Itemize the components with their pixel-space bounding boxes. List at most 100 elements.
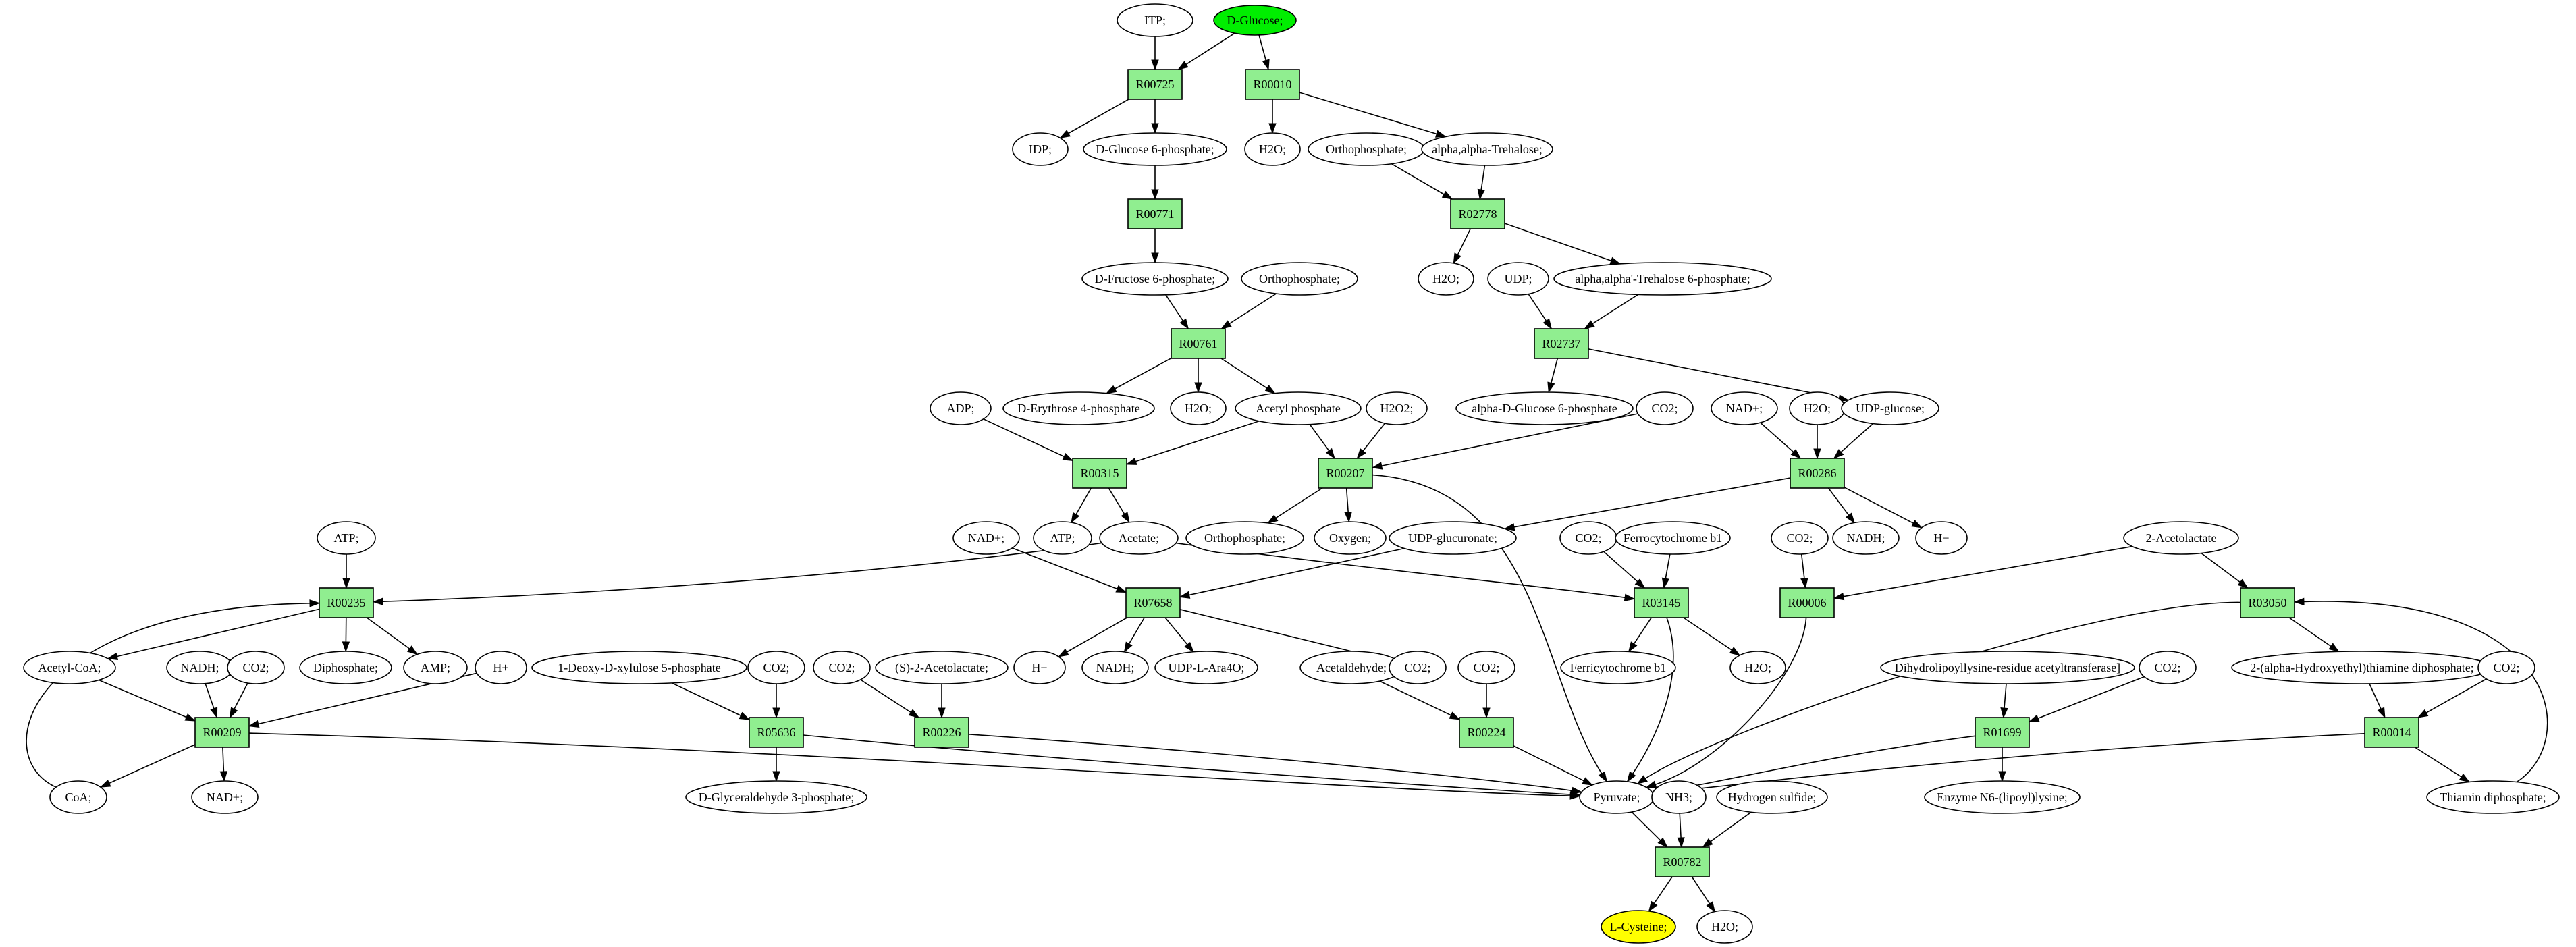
arrowhead <box>938 707 946 719</box>
edge-line <box>99 679 187 718</box>
compound-node-orthophosphate-b[interactable]: Orthophosphate; <box>1241 262 1358 296</box>
compound-node-udp-glucose[interactable]: UDP-glucose; <box>1841 391 1939 425</box>
reaction-node-r05636[interactable]: R05636 <box>749 717 804 748</box>
reaction-node-r03145[interactable]: R03145 <box>1634 587 1689 618</box>
compound-node-udp-glucuronate[interactable]: UDP-glucuronate; <box>1389 521 1517 555</box>
compound-node-nh3[interactable]: NH3; <box>1651 780 1707 814</box>
compound-node-deoxy-xylulose[interactable]: 1-Deoxy-D-xylulose 5-phosphate <box>531 651 747 684</box>
compound-node-ferricytochrome[interactable]: Ferricytochrome b1 <box>1560 651 1676 684</box>
reaction-node-r00771[interactable]: R00771 <box>1127 198 1183 229</box>
compound-node-d-fructose-6p[interactable]: D-Fructose 6-phosphate; <box>1081 262 1229 296</box>
reaction-node-r00235[interactable]: R00235 <box>319 587 374 618</box>
compound-node-orthophosphate-c[interactable]: Orthophosphate; <box>1185 521 1304 555</box>
compound-node-trehalose[interactable]: alpha,alpha-Trehalose; <box>1421 132 1553 166</box>
compound-node-nadh-c[interactable]: NADH; <box>1081 651 1149 684</box>
reaction-node-r00224[interactable]: R00224 <box>1459 717 1514 748</box>
reaction-node-r02778[interactable]: R02778 <box>1450 198 1505 229</box>
edge-udp-to-r02737 <box>1528 294 1553 330</box>
reaction-node-r00782[interactable]: R00782 <box>1655 846 1710 877</box>
compound-node-hydroxyethyl-tpp[interactable]: 2-(alpha-Hydroxyethyl)thiamine diphospha… <box>2231 651 2493 684</box>
reaction-node-r01699[interactable]: R01699 <box>1975 717 2030 748</box>
compound-node-h2o-a[interactable]: H2O; <box>1244 132 1301 166</box>
compound-node-d-glucose-6p[interactable]: D-Glucose 6-phosphate; <box>1083 132 1227 166</box>
compound-node-acetate[interactable]: Acetate; <box>1099 521 1179 555</box>
edge-r05636-to-d_glyceraldehyde_3p <box>772 747 780 782</box>
compound-node-trehalose-6p[interactable]: alpha,alpha'-Trehalose 6-phosphate; <box>1553 262 1772 296</box>
compound-node-l-cysteine[interactable]: L-Cysteine; <box>1601 910 1676 944</box>
compound-node-acetyl-coa[interactable]: Acetyl-CoA; <box>23 651 116 684</box>
compound-node-coa[interactable]: CoA; <box>49 780 107 814</box>
compound-node-adp[interactable]: ADP; <box>930 391 992 425</box>
compound-node-h2o2[interactable]: H2O2; <box>1366 391 1428 425</box>
edge-r00761-to-d_erythrose_4p <box>1105 357 1172 394</box>
compound-node-co2-c[interactable]: CO2; <box>1771 521 1829 555</box>
compound-node-ferrocytochrome[interactable]: Ferrocytochrome b1 <box>1615 521 1731 555</box>
compound-node-nadh-b[interactable]: NADH; <box>166 651 234 684</box>
compound-node-atp-b[interactable]: ATP; <box>1033 521 1092 555</box>
compound-node-amp[interactable]: AMP; <box>403 651 468 684</box>
reaction-node-r00725[interactable]: R00725 <box>1127 69 1183 100</box>
compound-node-co2-e[interactable]: CO2; <box>747 651 805 684</box>
reaction-node-r02737[interactable]: R02737 <box>1534 328 1589 359</box>
reaction-node-r00226[interactable]: R00226 <box>914 717 969 748</box>
compound-node-s-acetolactate[interactable]: (S)-2-Acetolactate; <box>875 651 1009 684</box>
compound-node-acetolactate-2[interactable]: 2-Acetolactate <box>2123 521 2239 555</box>
compound-node-h2o-f[interactable]: H2O; <box>1696 910 1753 944</box>
compound-node-atp-a[interactable]: ATP; <box>317 521 376 555</box>
compound-node-dihydrolipoyllysine[interactable]: Dihydrolipoyllysine-residue acetyltransf… <box>1880 651 2135 684</box>
compound-node-h-plus-b[interactable]: H+ <box>475 651 527 684</box>
compound-node-h2o-c[interactable]: H2O; <box>1170 391 1227 425</box>
compound-node-pyruvate[interactable]: Pyruvate; <box>1579 780 1655 814</box>
compound-node-d-erythrose-4p[interactable]: D-Erythrose 4-phosphate <box>1002 391 1155 425</box>
compound-node-co2-g[interactable]: CO2; <box>1389 651 1447 684</box>
compound-node-co2-a[interactable]: CO2; <box>1636 391 1694 425</box>
compound-node-d-glucose[interactable]: D-Glucose; <box>1213 5 1297 36</box>
reaction-node-r00286[interactable]: R00286 <box>1790 458 1845 489</box>
compound-node-h2o-e[interactable]: H2O; <box>1729 651 1786 684</box>
compound-node-nad-plus-c[interactable]: NAD+; <box>191 780 259 814</box>
compound-node-acetaldehyde[interactable]: Acetaldehyde; <box>1299 651 1403 684</box>
compound-node-orthophosphate-a[interactable]: Orthophosphate; <box>1308 132 1425 166</box>
compound-node-h-plus-a[interactable]: H+ <box>1915 521 1968 555</box>
reaction-node-r00014[interactable]: R00014 <box>2364 717 2419 748</box>
arrowhead <box>1584 320 1595 329</box>
reaction-node-r07658[interactable]: R07658 <box>1125 587 1181 618</box>
compound-node-udp-ara4o[interactable]: UDP-L-Ara4O; <box>1154 651 1258 684</box>
compound-node-h2o-b[interactable]: H2O; <box>1418 262 1474 296</box>
compound-node-h-plus-c[interactable]: H+ <box>1013 651 1066 684</box>
compound-node-co2-d[interactable]: CO2; <box>227 651 285 684</box>
compound-node-thiamin-diphosphate[interactable]: Thiamin diphosphate; <box>2426 780 2560 814</box>
compound-node-nad-plus-a[interactable]: NAD+; <box>1711 391 1778 425</box>
reaction-node-r00315[interactable]: R00315 <box>1072 458 1127 489</box>
compound-node-d-glyceraldehyde-3p[interactable]: D-Glyceraldehyde 3-phosphate; <box>685 780 867 814</box>
compound-node-enzyme-lipoyllysine[interactable]: Enzyme N6-(lipoyl)lysine; <box>1924 780 2081 814</box>
reaction-box <box>1655 846 1710 877</box>
compound-node-nad-plus-b[interactable]: NAD+; <box>952 521 1020 555</box>
compound-node-hydrogen-sulfide[interactable]: Hydrogen sulfide; <box>1716 780 1828 814</box>
arrowhead <box>1057 648 1069 657</box>
edge-line <box>2288 617 2332 647</box>
compound-node-nadh-a[interactable]: NADH; <box>1832 521 1900 555</box>
reaction-node-r00010[interactable]: R00010 <box>1245 69 1300 100</box>
reaction-node-r00761[interactable]: R00761 <box>1171 328 1226 359</box>
compound-node-h2o-d[interactable]: H2O; <box>1789 391 1846 425</box>
edge-line <box>248 732 1571 796</box>
reaction-node-r03050[interactable]: R03050 <box>2240 587 2295 618</box>
reaction-node-r00209[interactable]: R00209 <box>194 717 250 748</box>
compound-node-itp[interactable]: ITP; <box>1117 3 1193 37</box>
reaction-node-r00006[interactable]: R00006 <box>1779 587 1835 618</box>
compound-node-co2-j[interactable]: CO2; <box>2477 651 2535 684</box>
compound-node-oxygen[interactable]: Oxygen; <box>1314 521 1387 555</box>
compound-node-co2-h[interactable]: CO2; <box>1457 651 1515 684</box>
compound-node-co2-b[interactable]: CO2; <box>1559 521 1617 555</box>
compound-node-udp[interactable]: UDP; <box>1487 262 1549 296</box>
compound-node-idp[interactable]: IDP; <box>1012 132 1069 166</box>
compound-node-alpha-d-glucose-6p[interactable]: alpha-D-Glucose 6-phosphate <box>1455 391 1634 425</box>
arrowhead <box>99 779 111 788</box>
compound-ellipse <box>1314 521 1387 555</box>
compound-node-diphosphate[interactable]: Diphosphate; <box>299 651 392 684</box>
compound-node-co2-f[interactable]: CO2; <box>813 651 871 684</box>
reaction-node-r00207[interactable]: R00207 <box>1318 458 1373 489</box>
compound-node-co2-i[interactable]: CO2; <box>2139 651 2197 684</box>
compound-node-acetyl-phosphate[interactable]: Acetyl phosphate <box>1235 391 1362 425</box>
